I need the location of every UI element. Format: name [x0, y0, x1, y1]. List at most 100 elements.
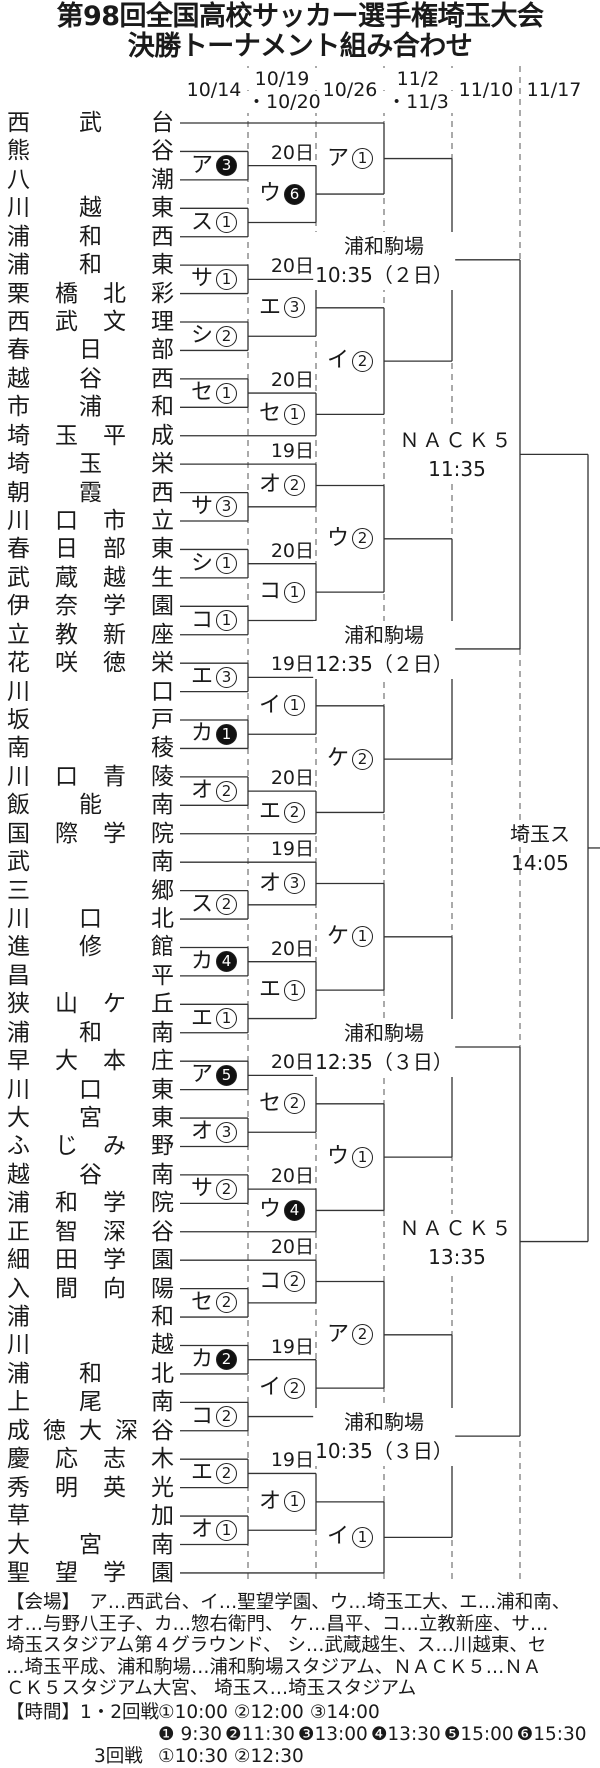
title-line-1: 第98回全国高校サッカー選手権埼玉大会: [56, 1, 544, 32]
round-date-header: ・10/20: [247, 91, 321, 113]
time-slot-icon: 2: [216, 780, 238, 802]
venue-code: カ: [190, 721, 214, 747]
venue-code: ケ: [326, 746, 350, 772]
match-day-label: 20日: [268, 937, 314, 960]
venue-code: イ: [326, 1524, 350, 1550]
team-name: 川越東: [7, 195, 174, 222]
time-slot: ❻15:30: [516, 1724, 587, 1745]
time-slot-icon: 1: [216, 553, 238, 575]
venue-name: 浦和駒場: [343, 1410, 424, 1435]
venue-code: ウ: [326, 525, 350, 551]
venue-code: カ: [190, 1346, 214, 1372]
team-name: 市浦和: [7, 394, 174, 421]
team-name: 埼玉栄: [7, 451, 174, 478]
venue-code: セ: [258, 1090, 282, 1116]
match-day-label: 20日: [268, 1236, 314, 1259]
time-slot-icon: 1: [216, 1008, 238, 1030]
time-slot-icon: 1: [352, 1526, 374, 1548]
venue-code: オ: [258, 1488, 282, 1514]
time-slot-icon: 2: [284, 1377, 306, 1399]
team-name: 慶応志木: [7, 1446, 174, 1473]
time-slot-icon: 2: [284, 1271, 306, 1293]
time-slot: ①10:00: [158, 1702, 228, 1723]
team-name: 南稜: [7, 735, 174, 762]
team-name: 花咲徳栄: [7, 650, 174, 677]
time-slot-icon: 1: [284, 979, 306, 1001]
team-name: 秀明英光: [7, 1474, 174, 1501]
team-name: 川口: [7, 678, 174, 705]
venue-code: セ: [190, 1289, 214, 1315]
team-name: 越谷西: [7, 365, 174, 392]
time-slot-icon: 1: [216, 382, 238, 404]
venue-code: イ: [326, 348, 350, 374]
team-name: 浦和東: [7, 252, 174, 279]
venue-name: 浦和駒場: [343, 233, 424, 258]
team-name: 武蔵越生: [7, 564, 174, 591]
match-day-label: 19日: [268, 440, 314, 463]
time-slot: ❺15:00: [443, 1724, 514, 1745]
time-slot: ①10:30: [158, 1746, 228, 1767]
team-name: 立教新座: [7, 621, 174, 648]
team-name: 八潮: [7, 166, 174, 193]
time-slot-icon: 2: [216, 1292, 238, 1314]
team-name: 国際学院: [7, 820, 174, 847]
team-name: 西武文理: [7, 309, 174, 335]
venue-code: ア: [326, 1321, 350, 1347]
team-name: 坂戸: [7, 707, 174, 734]
title-line-2: 決勝トーナメント組み合わせ: [127, 31, 473, 62]
time-slot-icon: 3: [216, 666, 238, 688]
time-slot-icon: 1: [284, 581, 306, 603]
team-name: 大宮南: [7, 1531, 174, 1558]
venue-code: エ: [190, 664, 214, 690]
time-slot-icon: 1: [284, 403, 306, 425]
team-name: 浦和学院: [7, 1190, 174, 1217]
team-name: 西武台: [7, 110, 174, 136]
venue-code: サ: [190, 1176, 214, 1202]
legend-venue-line: 【会場】 ア…西武台、イ…聖望学園、ウ…埼玉工大、エ…浦和南、: [6, 1592, 571, 1613]
team-name: 埼玉平成: [7, 422, 174, 449]
venue-code: サ: [190, 493, 214, 519]
venue-code: ア: [190, 152, 214, 178]
venue-code: エ: [190, 1460, 214, 1486]
filled-time-slot-icon: 4: [216, 951, 238, 973]
team-name: 川口市立: [7, 508, 174, 535]
round-date-header: 10/14: [186, 79, 242, 101]
venue-code: オ: [190, 778, 214, 804]
team-name: 入間向陽: [7, 1275, 174, 1302]
time-slot-icon: 2: [352, 1324, 374, 1346]
match-day-label: 20日: [268, 1165, 314, 1188]
kickoff-time: 11:35: [428, 457, 486, 482]
venue-name: ＮＡＣＫ５: [399, 428, 515, 453]
time-slot-icon: 1: [284, 1491, 306, 1513]
team-name: 上尾南: [7, 1389, 174, 1416]
venue-code: シ: [190, 550, 214, 576]
time-slot-icon: 2: [352, 350, 374, 372]
team-name: 大宮東: [7, 1105, 174, 1132]
team-name: 春日部: [7, 337, 174, 364]
time-slot-icon: 2: [284, 801, 306, 823]
team-name: 浦和南: [7, 1019, 174, 1046]
venue-code: イ: [258, 1375, 282, 1401]
round-date-header: 11/17: [526, 79, 582, 101]
time-slot-icon: 2: [352, 748, 374, 770]
team-name: 早大本庄: [7, 1048, 174, 1075]
